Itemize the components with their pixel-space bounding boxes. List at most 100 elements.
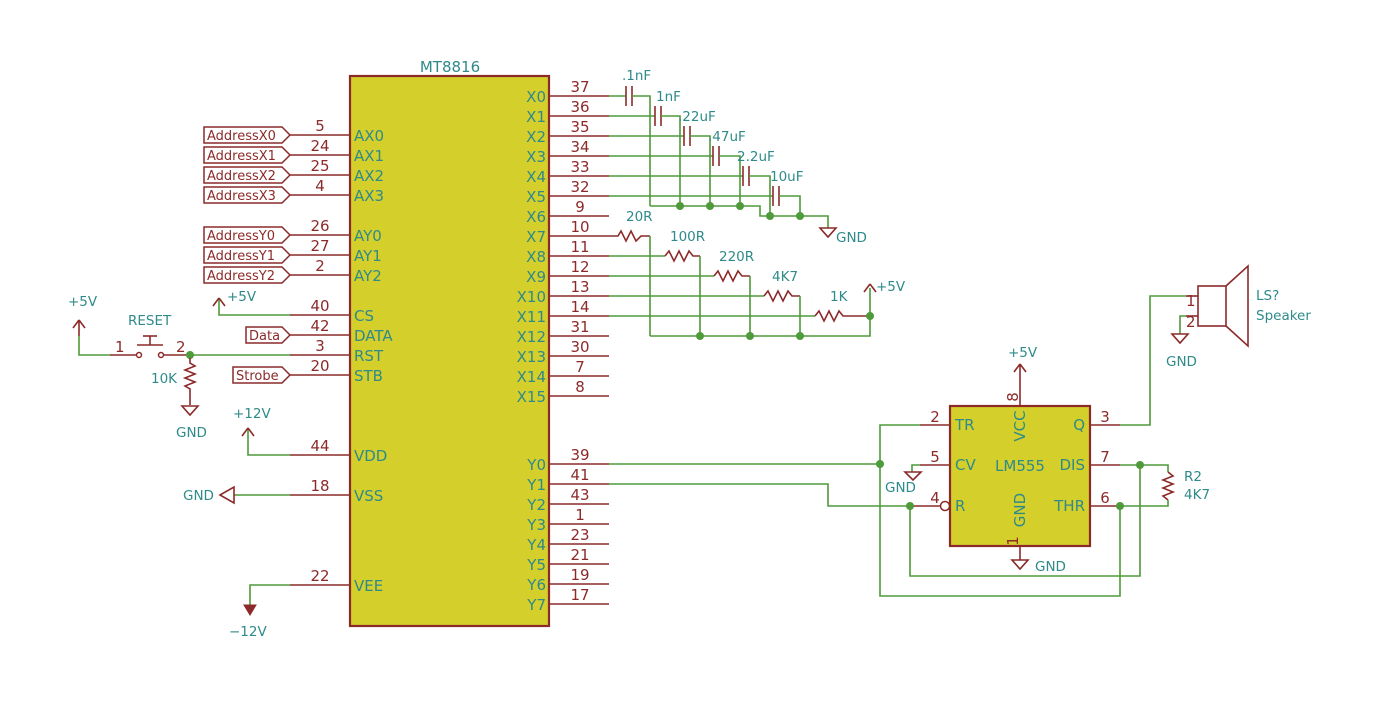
pin-number: 12 xyxy=(570,258,589,276)
pin-name: THR xyxy=(1053,497,1085,515)
pin-name: CV xyxy=(955,456,976,474)
pin-number: 34 xyxy=(570,138,589,156)
reset-5v-label: +5V xyxy=(68,294,98,310)
pin-name: AY0 xyxy=(354,227,382,245)
pin-number: 31 xyxy=(570,318,589,336)
power-arrow-icon xyxy=(212,297,226,307)
pin-name: X15 xyxy=(517,388,546,406)
pin-number: 5 xyxy=(315,117,325,135)
flag-addressx3: AddressX3 xyxy=(207,189,276,204)
lm555-chip: LM555 2 5 4 TR CV R 3 7 6 Q DIS THR 8 1 … xyxy=(885,345,1120,575)
cap-label: 1nF xyxy=(656,89,681,105)
pin-number: 18 xyxy=(310,477,329,495)
pin-name: X9 xyxy=(526,268,546,286)
vss-gnd-label: GND xyxy=(183,488,214,504)
flag-data: Data xyxy=(249,329,280,344)
cv-gnd-label: GND xyxy=(885,480,916,496)
pin-number: 1 xyxy=(1004,536,1022,546)
res-label: 1K xyxy=(830,289,849,305)
vee-power: −12V xyxy=(229,584,290,640)
pin-number: 14 xyxy=(570,298,589,316)
pin-name: AX3 xyxy=(354,187,384,205)
pin-name: AY1 xyxy=(354,247,382,265)
address-flags: AddressX0 AddressX1 AddressX2 AddressX3 … xyxy=(203,126,292,384)
r2-value: 4K7 xyxy=(1184,487,1210,503)
pin-name: X3 xyxy=(526,148,546,166)
pin-name: X12 xyxy=(517,328,546,346)
res-label: 100R xyxy=(670,229,705,245)
ground-icon xyxy=(1170,333,1190,345)
pin-number: 36 xyxy=(570,98,589,116)
pin-number: 4 xyxy=(930,489,940,507)
pin-name: X10 xyxy=(517,288,546,306)
cap-label: .22uF xyxy=(678,109,716,125)
vdd-label: +12V xyxy=(233,406,271,422)
pin-name: X0 xyxy=(526,88,546,106)
mt8816-y-pins: 39 41 43 1 23 21 19 17 Y0 Y1 Y2 Y3 Y4 Y5… xyxy=(526,446,609,614)
pin-number: 17 xyxy=(570,586,589,604)
ground-icon xyxy=(1010,559,1030,571)
ground-icon xyxy=(180,405,200,417)
pin-number: 44 xyxy=(310,437,329,455)
pin-name: X1 xyxy=(526,108,546,126)
reset-pin1: 1 xyxy=(115,338,125,356)
pin-number: 32 xyxy=(570,178,589,196)
mt8816-label: MT8816 xyxy=(420,58,480,76)
pin-number: 26 xyxy=(310,217,329,235)
pin-name: X5 xyxy=(526,188,546,206)
pin-number: 22 xyxy=(310,567,329,585)
pin-number: 25 xyxy=(310,157,329,175)
pin-name: X8 xyxy=(526,248,546,266)
flag-strobe: Strobe xyxy=(236,369,279,384)
lm555-body xyxy=(948,404,1092,548)
ground-icon xyxy=(903,471,923,482)
pin-name: X6 xyxy=(526,208,546,226)
pin-number: 20 xyxy=(310,357,329,375)
pin-name: Y7 xyxy=(526,596,546,614)
pin-name: X2 xyxy=(526,128,546,146)
speaker-pin1: 1 xyxy=(1186,292,1196,310)
pin-number: 8 xyxy=(1004,392,1022,402)
res-label: 20R xyxy=(626,209,653,225)
pin-number: 4 xyxy=(315,177,325,195)
pin-number: 9 xyxy=(575,198,585,216)
res-5v-label: +5V xyxy=(876,279,906,295)
lm555-label: LM555 xyxy=(995,457,1045,475)
pin-name: X13 xyxy=(517,348,546,366)
reset-pin2: 2 xyxy=(176,338,186,356)
vee-label: −12V xyxy=(229,624,267,640)
lm555-wiring: R2 4K7 xyxy=(609,295,1210,597)
pin-number: 6 xyxy=(1100,489,1110,507)
pin-name: CS xyxy=(354,307,374,325)
r2-ref: R2 xyxy=(1184,469,1202,485)
pin-number: 23 xyxy=(570,526,589,544)
flag-addressy2: AddressY2 xyxy=(207,269,275,284)
pin-name: Y3 xyxy=(526,516,546,534)
mt8816-body xyxy=(348,74,551,628)
cs-5v-label: +5V xyxy=(227,289,257,305)
reset-gnd-label: GND xyxy=(176,425,207,441)
invert-bubble-icon xyxy=(939,500,951,512)
pin-number: 5 xyxy=(930,448,940,466)
pin-number: 19 xyxy=(570,566,589,584)
pin-number: 33 xyxy=(570,158,589,176)
speaker-gnd-label: GND xyxy=(1166,354,1197,370)
pin-number: 1 xyxy=(575,506,585,524)
pin-name: R xyxy=(955,497,965,515)
pin-name: VEE xyxy=(354,577,383,595)
pin-number: 3 xyxy=(1100,408,1110,426)
pin-number: 13 xyxy=(570,278,589,296)
ground-icon xyxy=(218,485,235,505)
cap-label: 2.2uF xyxy=(737,149,775,165)
pin-name: DIS xyxy=(1060,456,1086,474)
speaker-icon xyxy=(1197,285,1227,327)
lm555-5v-label: +5V xyxy=(1008,345,1038,361)
pin-number: 41 xyxy=(570,466,589,484)
speaker-ref: LS? xyxy=(1256,288,1279,304)
pin-name: Y6 xyxy=(526,576,546,594)
pin-number: 43 xyxy=(570,486,589,504)
vdd-power: +12V xyxy=(233,406,290,456)
pin-name: AX1 xyxy=(354,147,384,165)
pin-name: VSS xyxy=(354,487,383,505)
